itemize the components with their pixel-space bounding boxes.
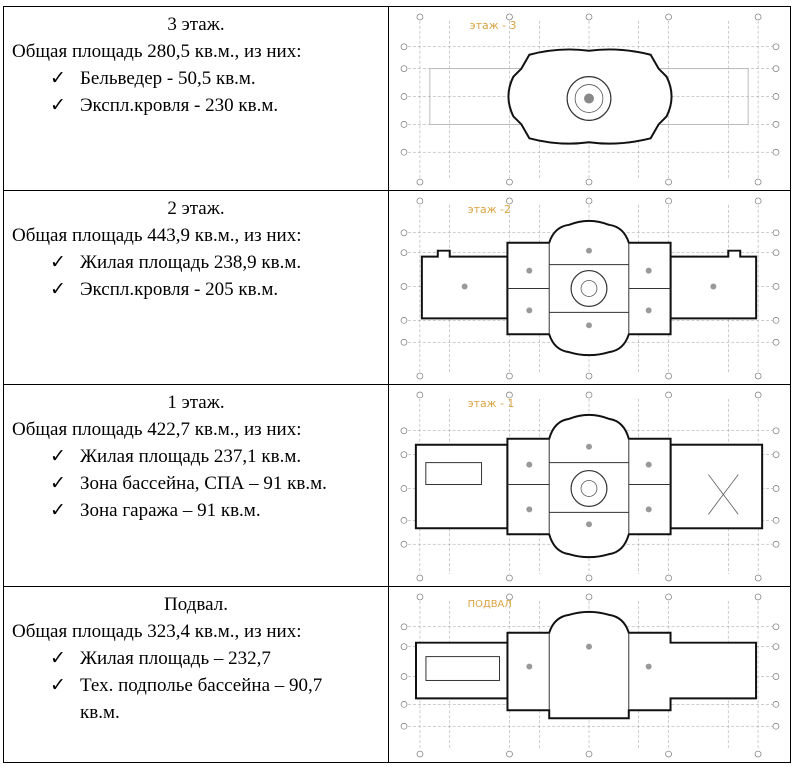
floor-1-item-living: ✓ Жилая площадь 237,1 кв.м. (50, 443, 380, 470)
floor-row-2: 2 этаж. Общая площадь 443,9 кв.м., из ни… (3, 190, 791, 385)
checkmark-icon: ✓ (50, 95, 66, 116)
basement-plan-label: ПОДВАЛ (468, 599, 512, 610)
floor-3-item-belvedere-label: Бельведер - 50,5 кв.м. (80, 68, 256, 89)
floor-2-heading: 2 этаж. (167, 198, 225, 219)
floor-1-area-list: ✓ Жилая площадь 237,1 кв.м. ✓ Зона бассейн… (12, 443, 380, 524)
floor-3-item-belvedere: ✓ Бельведер - 50,5 кв.м. (50, 65, 380, 92)
basement-area-list: ✓ Жилая площадь – 232,7 ✓ Тех. подполье ба… (12, 645, 380, 726)
floor-2-area-list: ✓ Жилая площадь 238,9 кв.м. ✓ Экспл.кровля… (12, 249, 380, 303)
basement-item-pool-crawlspace: ✓ Тех. подполье бассейна – 90,7 кв.м. (50, 672, 380, 726)
checkmark-icon: ✓ (50, 279, 66, 300)
basement-plan-drawing: ПОДВАЛ (400, 593, 780, 758)
floor-3-item-roof: ✓ Экспл.кровля - 230 кв.м. (50, 92, 380, 119)
basement-heading: Подвал. (164, 594, 228, 615)
floor-3-area-list: ✓ Бельведер - 50,5 кв.м. ✓ Экспл.кровля - … (12, 65, 380, 119)
checkmark-icon: ✓ (50, 675, 66, 696)
floor-3-plan-cell: этаж - 3 (388, 6, 791, 191)
checkmark-icon: ✓ (50, 446, 66, 467)
floor-1-item-pool-spa: ✓ Зона бассейна, СПА – 91 кв.м. (50, 470, 380, 497)
floor-2-text-cell: 2 этаж. Общая площадь 443,9 кв.м., из ни… (3, 190, 389, 385)
floor-2-plan-cell: этаж -2 (388, 190, 791, 385)
checkmark-icon: ✓ (50, 500, 66, 521)
floor-2-item-living: ✓ Жилая площадь 238,9 кв.м. (50, 249, 380, 276)
basement-text-cell: Подвал. Общая площадь 323,4 кв.м., из ни… (3, 586, 389, 763)
floor-3-heading: 3 этаж. (167, 14, 225, 35)
floor-1-plan-drawing: этаж - 1 (400, 391, 780, 582)
floor-2-item-roof: ✓ Экспл.кровля - 205 кв.м. (50, 276, 380, 303)
floor-1-item-living-label: Жилая площадь 237,1 кв.м. (80, 446, 302, 467)
checkmark-icon: ✓ (50, 68, 66, 89)
floor-1-total-area: Общая площадь 422,7 кв.м., из них: (12, 419, 302, 440)
floor-1-plan-label: этаж - 1 (468, 397, 515, 410)
basement-plan-cell: ПОДВАЛ (388, 586, 791, 763)
floor-row-basement: Подвал. Общая площадь 323,4 кв.м., из ни… (3, 586, 791, 763)
floor-1-plan-cell: этаж - 1 (388, 384, 791, 587)
floor-row-3: 3 этаж. Общая площадь 280,5 кв.м., из ни… (3, 6, 791, 191)
checkmark-icon: ✓ (50, 252, 66, 273)
floor-2-plan-label: этаж -2 (468, 203, 511, 216)
floor-3-text-cell: 3 этаж. Общая площадь 280,5 кв.м., из ни… (3, 6, 389, 191)
floor-1-item-garage: ✓ Зона гаража – 91 кв.м. (50, 497, 380, 524)
basement-item-living-label: Жилая площадь – 232,7 (80, 648, 271, 669)
floor-1-item-garage-label: Зона гаража – 91 кв.м. (80, 500, 261, 521)
basement-item-pool-crawlspace-label: Тех. подполье бассейна – 90,7 (80, 675, 323, 696)
floor-3-plan-label: этаж - 3 (470, 19, 517, 32)
floor-2-total-area: Общая площадь 443,9 кв.м., из них: (12, 225, 302, 246)
basement-total-area: Общая площадь 323,4 кв.м., из них: (12, 621, 302, 642)
floor-areas-table: 3 этаж. Общая площадь 280,5 кв.м., из ни… (3, 6, 791, 763)
floor-3-item-roof-label: Экспл.кровля - 230 кв.м. (80, 95, 279, 116)
checkmark-icon: ✓ (50, 648, 66, 669)
basement-item-living: ✓ Жилая площадь – 232,7 (50, 645, 380, 672)
floor-row-1: 1 этаж. Общая площадь 422,7 кв.м., из ни… (3, 384, 791, 587)
floor-1-text-cell: 1 этаж. Общая площадь 422,7 кв.м., из ни… (3, 384, 389, 587)
basement-item-pool-crawlspace-unit: кв.м. (80, 702, 120, 723)
floor-1-item-pool-spa-label: Зона бассейна, СПА – 91 кв.м. (80, 473, 327, 494)
floor-1-heading: 1 этаж. (167, 392, 225, 413)
floor-2-plan-drawing: этаж -2 (400, 197, 780, 380)
floor-3-plan-drawing: этаж - 3 (400, 13, 780, 186)
floor-2-item-roof-label: Экспл.кровля - 205 кв.м. (80, 279, 279, 300)
checkmark-icon: ✓ (50, 473, 66, 494)
floor-2-item-living-label: Жилая площадь 238,9 кв.м. (80, 252, 302, 273)
floor-3-total-area: Общая площадь 280,5 кв.м., из них: (12, 41, 302, 62)
